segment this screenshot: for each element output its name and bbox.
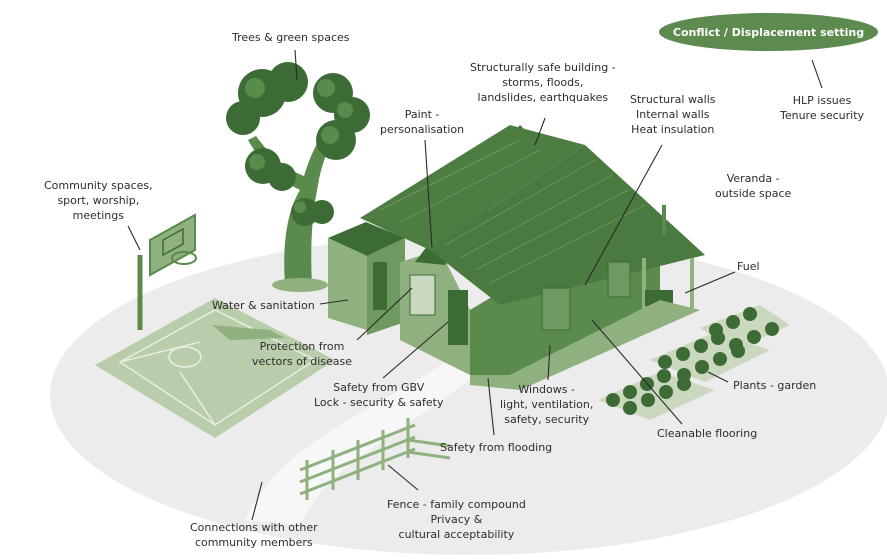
annex-building	[328, 222, 405, 335]
label-flooding: Safety from flooding	[440, 441, 553, 454]
label-walls: Structural walls Internal walls Heat ins…	[630, 93, 716, 136]
label-vectors: Protection from vectors of disease	[252, 340, 352, 368]
label-veranda: Veranda - outside space	[715, 172, 792, 200]
label-gbv: Safety from GBV Lock - security & safety	[314, 381, 444, 409]
basketball-court	[95, 213, 335, 438]
fence	[299, 418, 451, 500]
callout-lines	[127, 49, 823, 521]
label-flooring: Cleanable flooring	[657, 427, 758, 440]
label-connections: Connections with other community members	[190, 521, 318, 549]
label-trees: Trees & green spaces	[232, 31, 350, 44]
house	[360, 125, 705, 390]
label-fence: Fence - family compound Privacy & cultur…	[387, 498, 526, 541]
label-paint: Paint - personalisation	[380, 108, 465, 136]
setting-badge: Conflict / Displacement setting	[659, 13, 878, 51]
label-plants: Plants - garden	[733, 379, 817, 392]
tree	[226, 62, 370, 292]
label-community-spaces: Community spaces, sport, worship, meetin…	[44, 179, 153, 222]
label-structurally-safe: Structurally safe building - storms, flo…	[470, 61, 616, 104]
label-fuel: Fuel	[737, 260, 760, 273]
label-water-sanitation: Water & sanitation	[212, 299, 315, 312]
label-windows: Windows - light, ventilation, safety, se…	[500, 383, 594, 426]
label-hlp: HLP issues Tenure security	[780, 94, 865, 122]
